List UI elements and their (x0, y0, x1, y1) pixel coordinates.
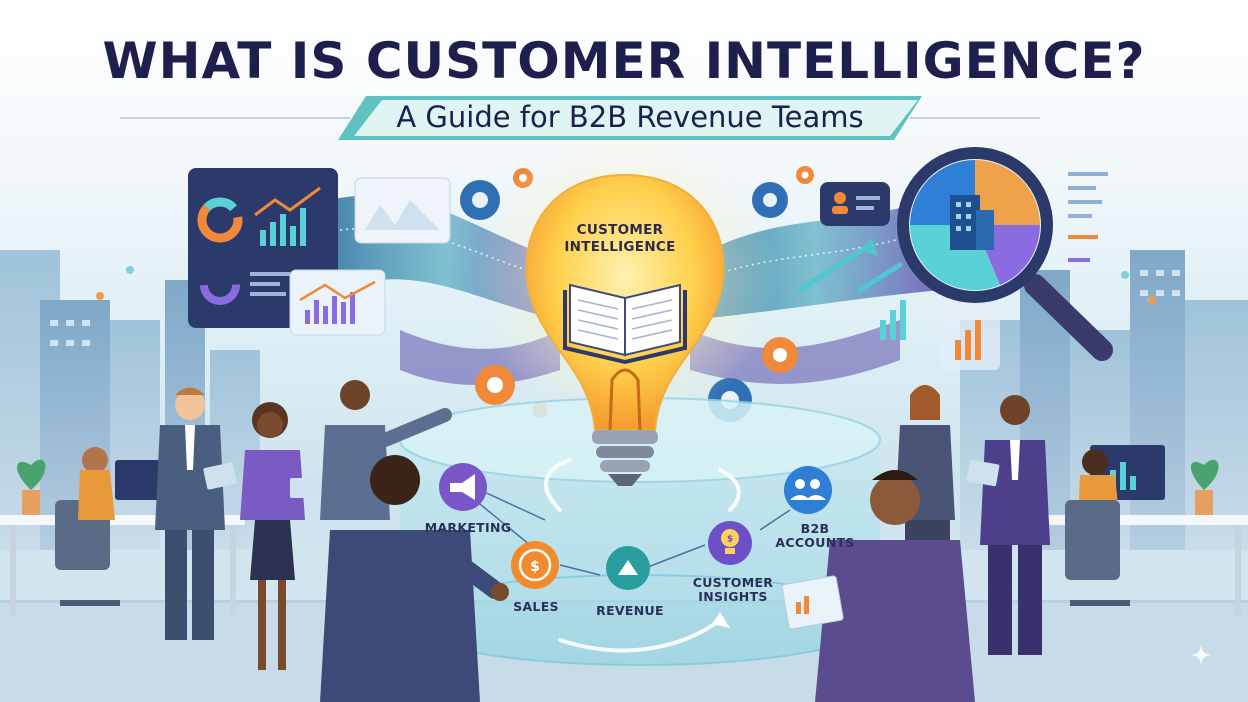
svg-text:$: $ (530, 559, 540, 575)
page-title: WHAT IS CUSTOMER INTELLIGENCE? (102, 32, 1146, 90)
node-label-customer-insights-line2: INSIGHTS (698, 589, 768, 604)
node-label-sales: SALES (513, 599, 559, 614)
subtitle-band: A Guide for B2B Revenue Teams (338, 96, 922, 140)
bulb-label-line1: CUSTOMER (576, 222, 664, 238)
svg-text:$: $ (727, 535, 733, 545)
bulb-label-line2: INTELLIGENCE (564, 239, 676, 255)
node-label-customer-insights-line1: CUSTOMER (692, 575, 774, 590)
node-label-b2b-accounts-line1: B2B (800, 521, 830, 536)
lightbulb-dollar-icon (708, 521, 752, 565)
node-label-revenue: REVENUE (596, 603, 664, 618)
sparkle-icon (1190, 644, 1212, 666)
node-label-marketing: MARKETING (424, 520, 512, 535)
node-label-b2b-accounts: B2B ACCOUNTS (770, 522, 860, 550)
bulb-label: CUSTOMER INTELLIGENCE (520, 222, 720, 256)
node-label-b2b-accounts-line2: ACCOUNTS (775, 535, 855, 550)
subtitle-rule-right (910, 117, 1040, 119)
magnifying-glass-icon (897, 147, 1113, 361)
dollar-coin-icon (511, 541, 559, 589)
people-icon (784, 466, 832, 514)
megaphone-icon (439, 463, 487, 511)
revenue-arrows-icon (606, 546, 650, 590)
node-label-customer-insights: CUSTOMER INSIGHTS (688, 576, 778, 604)
subtitle-rule-left (120, 117, 350, 119)
subtitle: A Guide for B2B Revenue Teams (396, 100, 864, 134)
